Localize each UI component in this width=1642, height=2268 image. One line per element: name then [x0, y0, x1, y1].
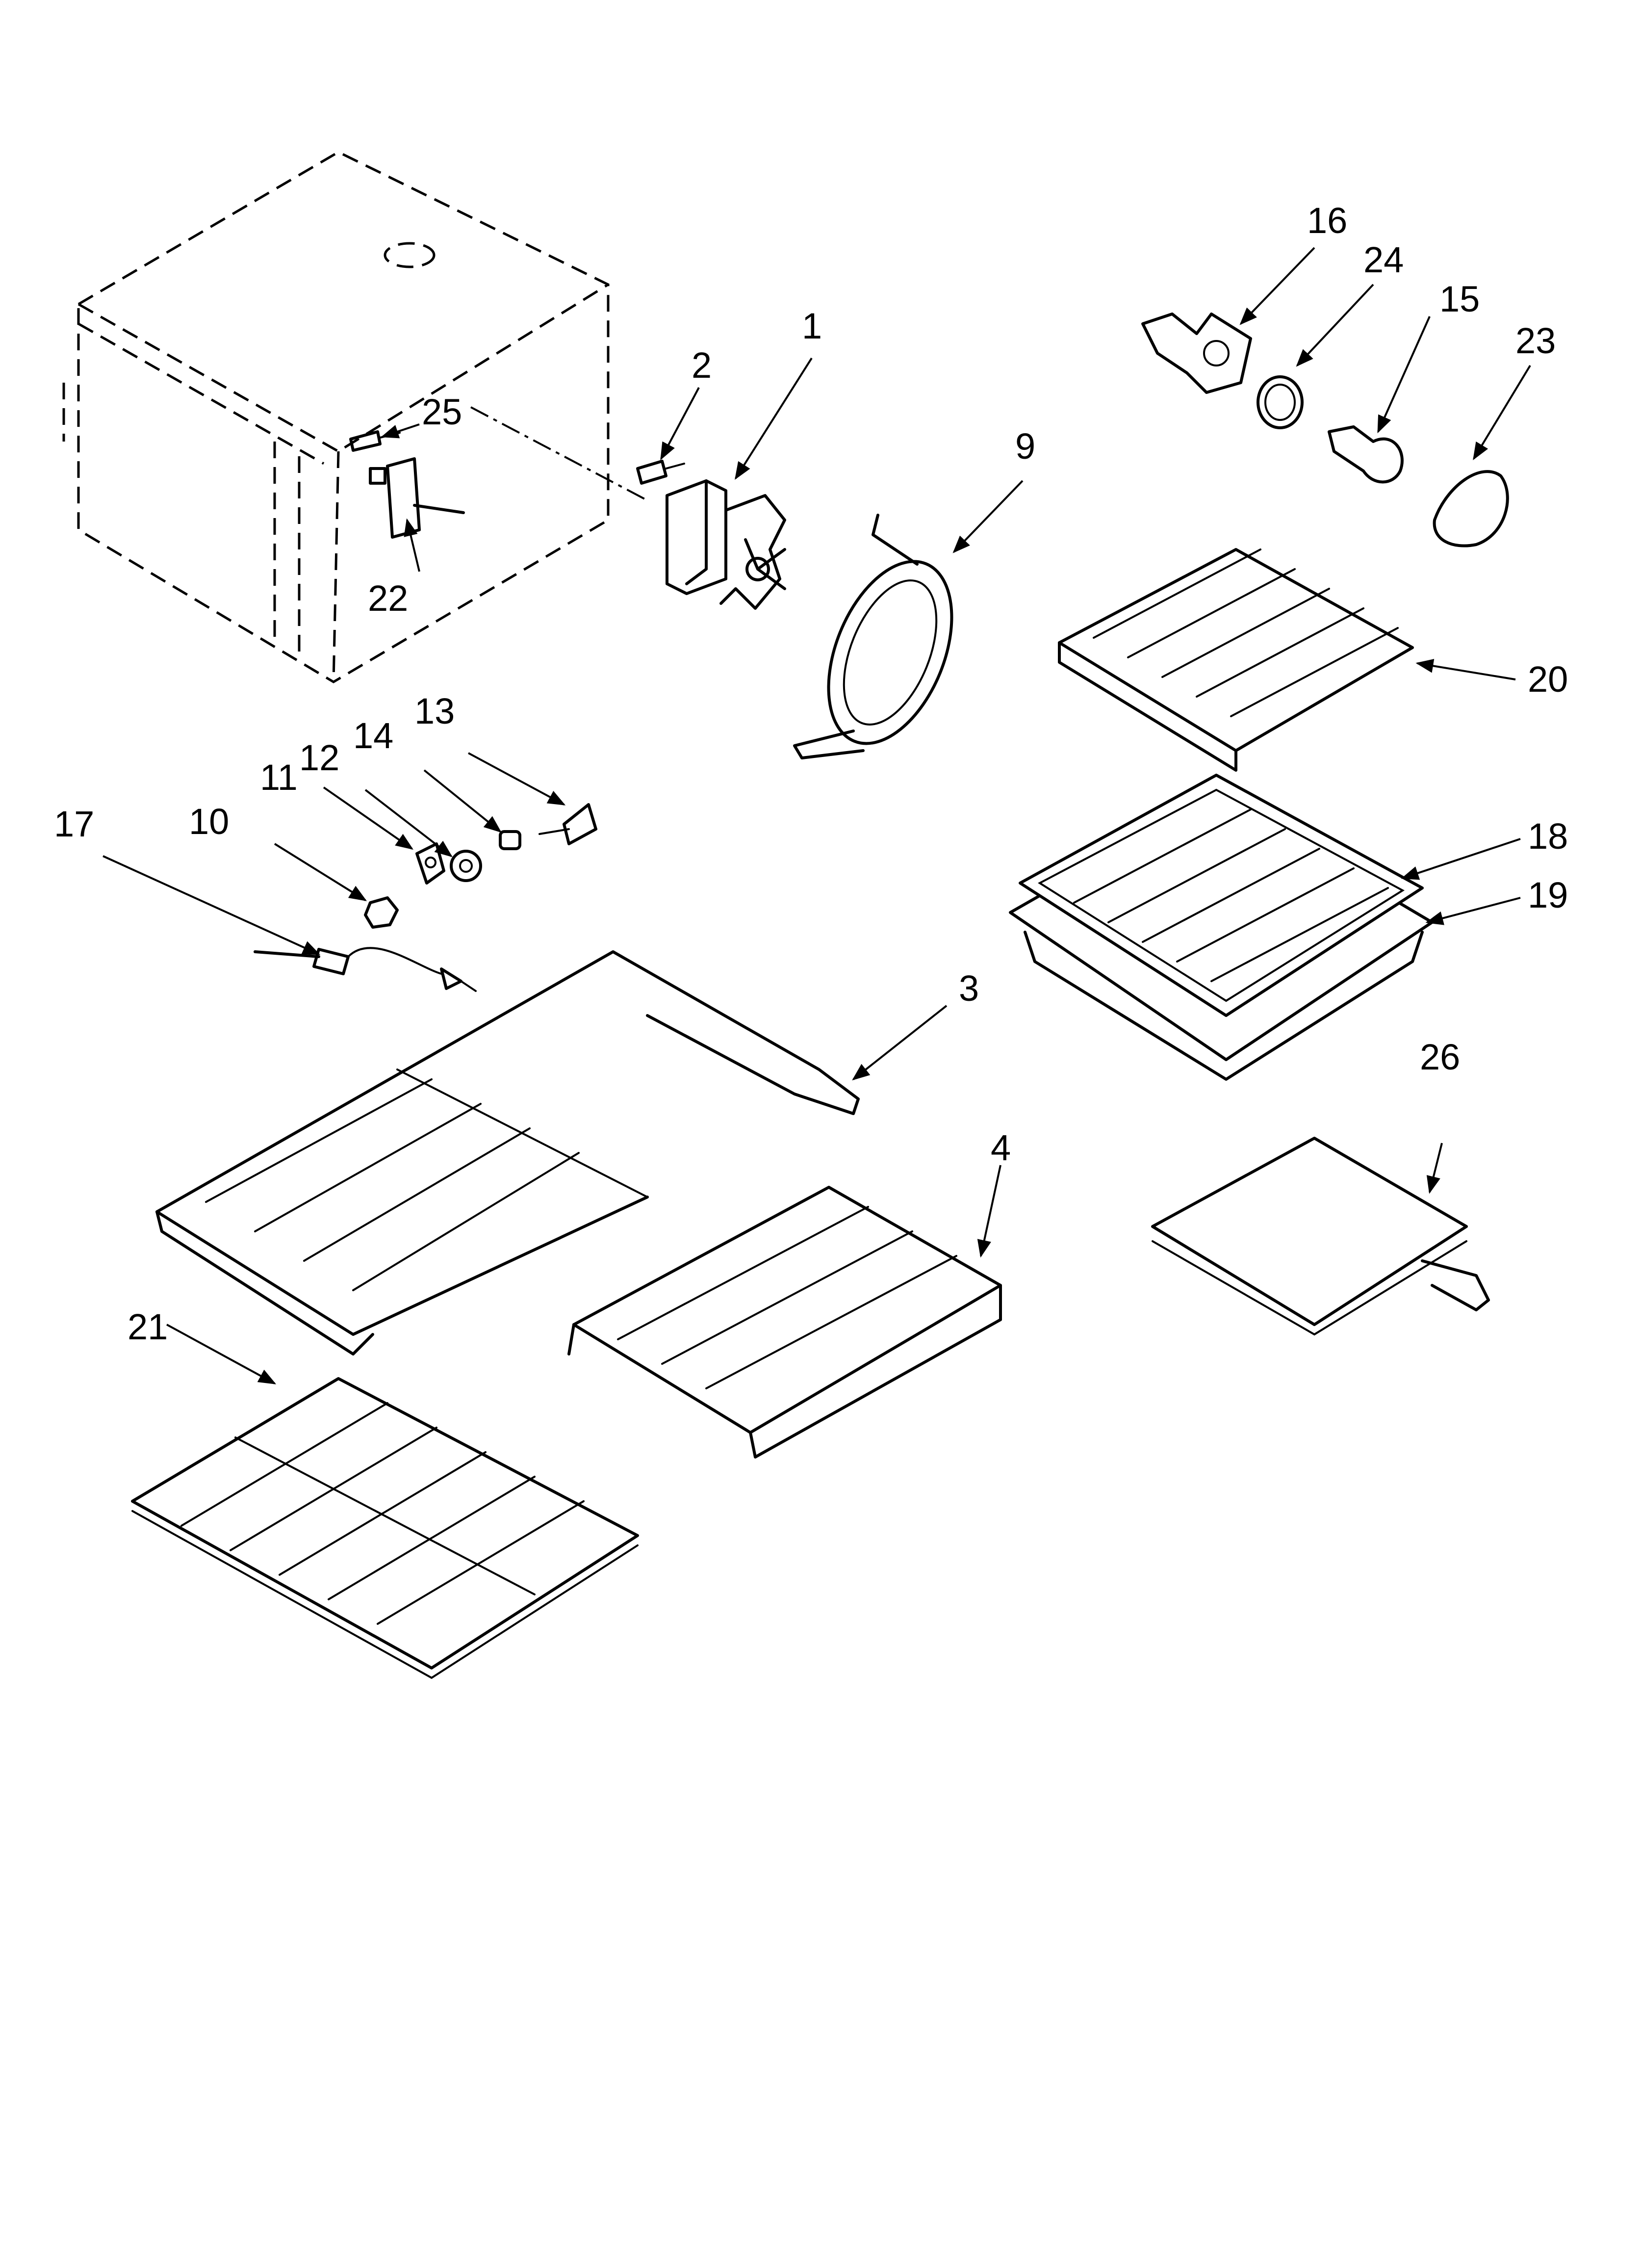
callout-18: 18 — [1528, 816, 1568, 857]
callout-16: 16 — [1307, 200, 1347, 241]
callout-15: 15 — [1439, 279, 1480, 319]
callout-9: 9 — [1015, 426, 1035, 467]
part-9-fan-cover — [793, 514, 953, 759]
part-20-shield — [1058, 548, 1414, 772]
part-14-sleeve — [499, 830, 521, 850]
callout-12: 12 — [299, 737, 339, 778]
part-18-broiler-grid — [1019, 774, 1424, 1017]
part-2-screw — [636, 460, 685, 485]
leader-lines — [103, 247, 1531, 1384]
callout-21: 21 — [128, 1306, 168, 1347]
part-17-meat-probe — [254, 947, 477, 992]
callout-labels: 1 2 3 4 9 10 11 12 13 14 15 16 17 18 19 … — [54, 200, 1568, 1347]
callout-24: 24 — [1363, 239, 1404, 280]
callout-13: 13 — [414, 691, 455, 731]
callout-14: 14 — [353, 715, 393, 756]
part-21-oven-rack — [131, 1377, 639, 1679]
part-15-light-bulb — [1328, 425, 1404, 484]
part-24-gasket — [1257, 375, 1304, 429]
part-10-nut — [364, 896, 399, 929]
callout-25: 25 — [422, 391, 462, 432]
callout-19: 19 — [1528, 875, 1568, 915]
callout-11: 11 — [260, 757, 298, 798]
part-1-fan-motor — [666, 479, 786, 610]
callout-4: 4 — [991, 1127, 1011, 1168]
part-22-sensor-bracket — [369, 457, 465, 539]
callout-26: 26 — [1420, 1037, 1460, 1077]
part-11-clip — [415, 842, 445, 885]
callout-20: 20 — [1528, 659, 1568, 700]
callout-23: 23 — [1515, 320, 1556, 361]
part-25-screw — [349, 430, 401, 452]
callout-10: 10 — [189, 801, 229, 842]
callout-22: 22 — [368, 578, 408, 619]
part-4-half-rack — [567, 1186, 1002, 1459]
part-26-griddle — [1151, 1137, 1490, 1336]
part-23-lens — [1433, 470, 1509, 547]
part-16-light-socket — [1141, 313, 1252, 394]
part-12-washer — [450, 850, 482, 882]
callout-2: 2 — [692, 345, 712, 386]
oven-cavity-outline — [62, 151, 648, 683]
callout-3: 3 — [959, 968, 979, 1009]
callout-17: 17 — [54, 804, 94, 844]
part-3-sliding-rack — [155, 950, 860, 1356]
callout-1: 1 — [802, 306, 822, 346]
part-13-terminal — [539, 803, 597, 845]
